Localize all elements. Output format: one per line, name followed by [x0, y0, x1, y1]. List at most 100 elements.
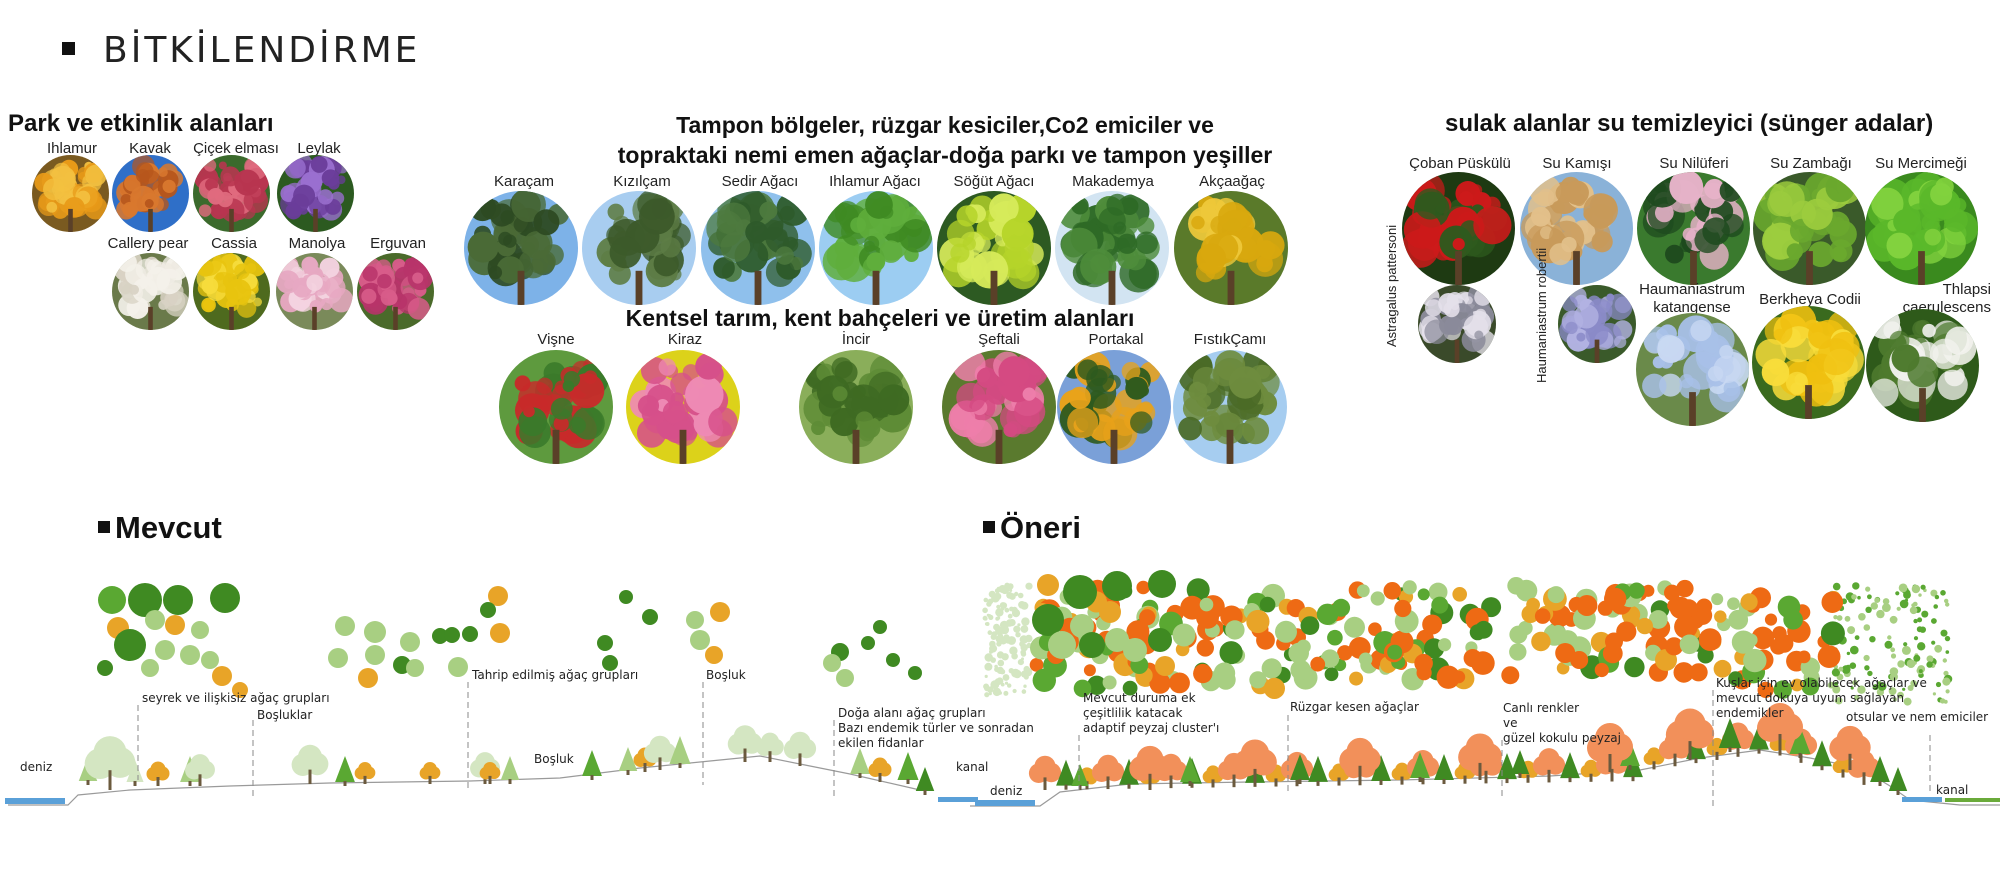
canopy-circle: [1648, 610, 1668, 629]
speckle-dot: [983, 683, 990, 690]
speckle-dot: [1917, 617, 1923, 623]
canopy-circle: [163, 585, 193, 615]
speckle-dot: [988, 692, 992, 696]
canopy-circle: [1300, 616, 1320, 635]
plant-label: Akçaağaç: [1199, 173, 1265, 190]
canopy-circle: [1696, 598, 1713, 615]
conifer-tree-icon: [897, 752, 919, 780]
speckle-dot: [1021, 689, 1027, 694]
speckle-dot: [1911, 603, 1915, 607]
broadleaf-tree-icon: [1465, 733, 1495, 762]
speckle-dot: [1004, 681, 1009, 685]
canopy-circle: [1029, 658, 1044, 672]
canopy-circle: [1740, 593, 1758, 611]
canopy-circle: [364, 621, 386, 643]
plant-photo-ihlamur: [32, 155, 109, 232]
annotation-line: mevcut dokuya uyum sağlayan: [1716, 691, 1905, 705]
canopy-circle: [861, 636, 875, 650]
canopy-circle: [1193, 663, 1213, 684]
plant-label: FıstıkÇamı: [1193, 331, 1267, 348]
canopy-circle: [1436, 665, 1461, 689]
tree-trunk: [343, 781, 347, 786]
canopy-circle: [1550, 625, 1566, 641]
conifer-tree-icon: [500, 756, 520, 780]
broadleaf-tree-icon: [1395, 762, 1409, 777]
speckle-dot: [1911, 584, 1921, 594]
speckle-dot: [1000, 585, 1010, 595]
speckle-dot: [1926, 661, 1933, 668]
speckle-dot: [1913, 654, 1921, 662]
tree-trunk: [1078, 785, 1082, 790]
speckle-dot: [1023, 684, 1027, 688]
speckle-dot: [1872, 684, 1879, 691]
speckle-dot: [1844, 615, 1851, 622]
speckle-dot: [993, 623, 1000, 631]
annotation-line: Canlı renkler: [1503, 701, 1580, 715]
conifer-tree-icon: [335, 756, 355, 782]
conifer-tree-icon: [1888, 767, 1908, 791]
canopy-circle: [1604, 587, 1627, 611]
speckle-dot: [987, 598, 994, 605]
speckle-dot: [1940, 590, 1946, 596]
canopy-circle: [1518, 620, 1533, 636]
annotation-tahrip: Tahrip edilmiş ağaç grupları: [472, 668, 639, 682]
tree-trunk: [1379, 779, 1383, 785]
plant-label: Haumaniastrum katangense: [1639, 281, 1745, 316]
tree-trunk: [858, 773, 862, 778]
speckle-dot: [1944, 635, 1951, 642]
canopy-circle: [1139, 609, 1156, 626]
canopy-circle: [1674, 615, 1698, 639]
annotation-line: ve: [1503, 716, 1518, 730]
speckle-dot: [1920, 584, 1926, 590]
plant-photo-callery-pear: [112, 253, 189, 330]
tree-trunk: [1484, 770, 1488, 784]
speckle-dot: [1869, 636, 1876, 643]
speckle-dot: [1000, 625, 1010, 635]
tree-trunk: [1778, 734, 1782, 752]
speckle-dot: [1909, 606, 1918, 615]
mevcut-heading: Mevcut: [98, 510, 222, 546]
canopy-circle: [1032, 604, 1064, 636]
speckle-dot: [1895, 591, 1900, 596]
speckle-dot: [1897, 660, 1905, 668]
wetland-heading: sulak alanlar su temizleyici (sünger ada…: [1445, 110, 1934, 137]
plant-label: Karaçam: [493, 173, 555, 190]
speckle-dot: [1007, 583, 1014, 590]
plant-label: Kızılçam: [613, 173, 671, 190]
broadleaf-tree-icon: [190, 754, 210, 774]
canopy-circle: [406, 659, 424, 677]
speckle-dot: [995, 608, 1004, 617]
canopy-circle: [1501, 666, 1520, 685]
canopy-circle: [1219, 641, 1243, 665]
canopy-circle: [873, 620, 887, 634]
speckle-dot: [1004, 607, 1010, 613]
plant-label: Leylak: [297, 140, 341, 157]
canopy-circle: [1783, 610, 1803, 630]
conifer-tree-icon: [1560, 752, 1580, 779]
canopy-circle: [212, 666, 232, 686]
speckle-dot: [1913, 618, 1918, 624]
broadleaf-tree-icon: [1097, 754, 1119, 776]
plant-label: Ihlamur: [46, 140, 98, 157]
canopy-circle: [1679, 634, 1700, 655]
canopy-circle: [1605, 632, 1623, 651]
plant-photo-erguvan: [357, 253, 434, 330]
speckle-dot: [1851, 594, 1857, 600]
tree-trunk: [906, 779, 910, 784]
plant-label: Portakal: [1088, 331, 1144, 348]
urban-heading: Kentsel tarım, kent bahçeleri ve üretim …: [625, 305, 1135, 331]
speckle-dot: [1870, 602, 1879, 610]
speckle-dot: [984, 674, 988, 679]
canopy-circle: [1213, 662, 1236, 684]
speckle-dot: [1852, 582, 1860, 590]
broadleaf-tree-icon: [1206, 765, 1220, 779]
canopy-circle: [886, 653, 900, 667]
tree-trunk: [1628, 765, 1632, 770]
plant-photo-karacam: [464, 191, 578, 305]
speckle-dot: [1852, 679, 1858, 686]
speckle-dot: [1867, 594, 1872, 600]
speckle-dot: [991, 631, 998, 637]
speckle-dot: [1006, 640, 1010, 644]
page-title-text: BİTKİLENDİRME: [103, 30, 421, 71]
